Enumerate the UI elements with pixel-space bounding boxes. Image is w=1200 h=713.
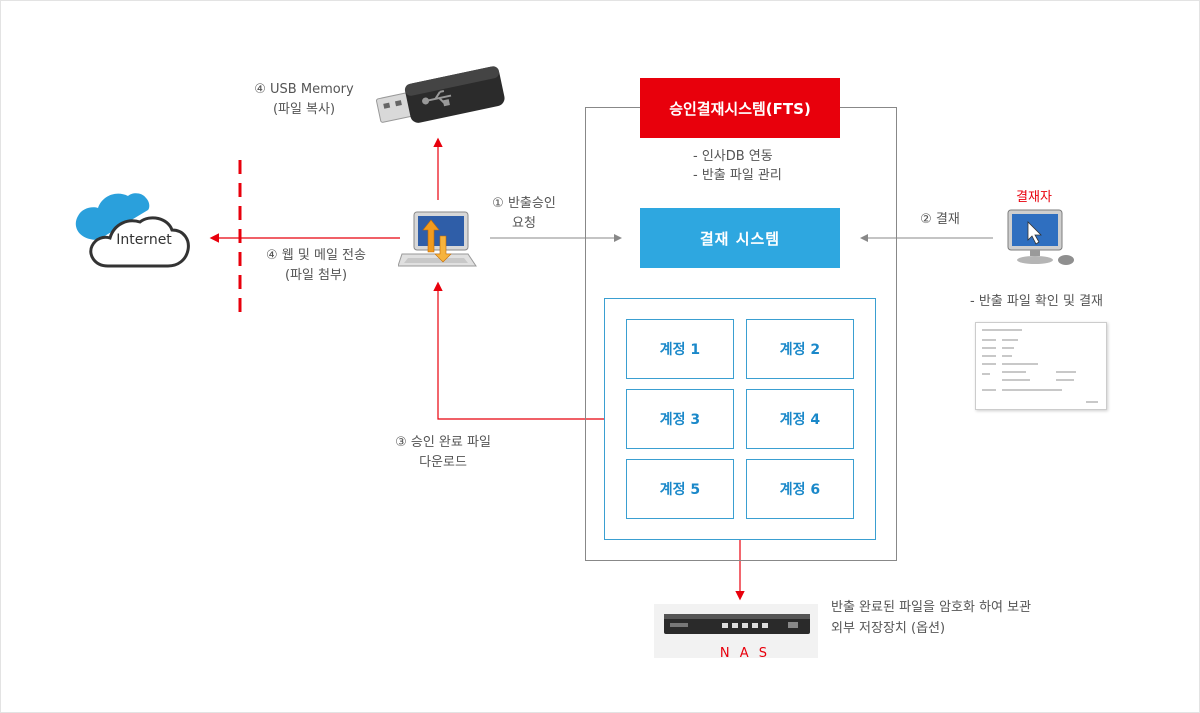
download-label-line1: ③ 승인 완료 파일 — [395, 435, 491, 450]
approval-document-thumbnail — [975, 322, 1107, 410]
nas-label: N A S — [719, 646, 771, 661]
account-5: 계정 5 — [626, 459, 734, 519]
approve-step-label: ② 결재 — [920, 212, 960, 227]
usb-memory-icon — [376, 66, 505, 123]
internet-label: Internet — [116, 232, 172, 248]
download-arrow — [433, 281, 604, 420]
fts-title: 승인결재시스템(FTS) — [640, 78, 840, 138]
account-2: 계정 2 — [746, 319, 854, 379]
internet-cloud-icon — [75, 193, 190, 268]
approver-note: - 반출 파일 확인 및 결재 — [970, 294, 1103, 309]
web-mail-label-line1: ④ 웹 및 메일 전송 — [266, 248, 366, 263]
nas-desc-line1: 반출 완료된 파일을 암호화 하여 보관 — [831, 600, 1032, 615]
accounts-group — [604, 298, 876, 540]
usb-label-line1: ④ USB Memory — [254, 82, 354, 97]
account-1: 계정 1 — [626, 319, 734, 379]
request-label-line2: 요청 — [512, 216, 536, 231]
approver-monitor-icon — [1007, 209, 1074, 265]
nas-desc-line2: 외부 저장장치 (옵션) — [831, 621, 946, 636]
web-mail-label-line2: (파일 첨부) — [284, 268, 348, 283]
account-4: 계정 4 — [746, 389, 854, 449]
account-6: 계정 6 — [746, 459, 854, 519]
approval-system-box: 결재 시스템 — [640, 208, 840, 268]
request-label-line1: ① 반출승인 — [492, 196, 556, 211]
user-pc-icon — [398, 211, 477, 267]
download-label-line2: 다운로드 — [419, 455, 467, 470]
usb-label-line2: (파일 복사) — [272, 102, 336, 117]
fts-feature-file-mgmt: - 반출 파일 관리 — [693, 168, 782, 183]
account-3: 계정 3 — [626, 389, 734, 449]
fts-feature-hr-db: - 인사DB 연동 — [693, 149, 773, 164]
approver-title: 결재자 — [1016, 190, 1052, 205]
nas-device-icon — [654, 604, 818, 658]
